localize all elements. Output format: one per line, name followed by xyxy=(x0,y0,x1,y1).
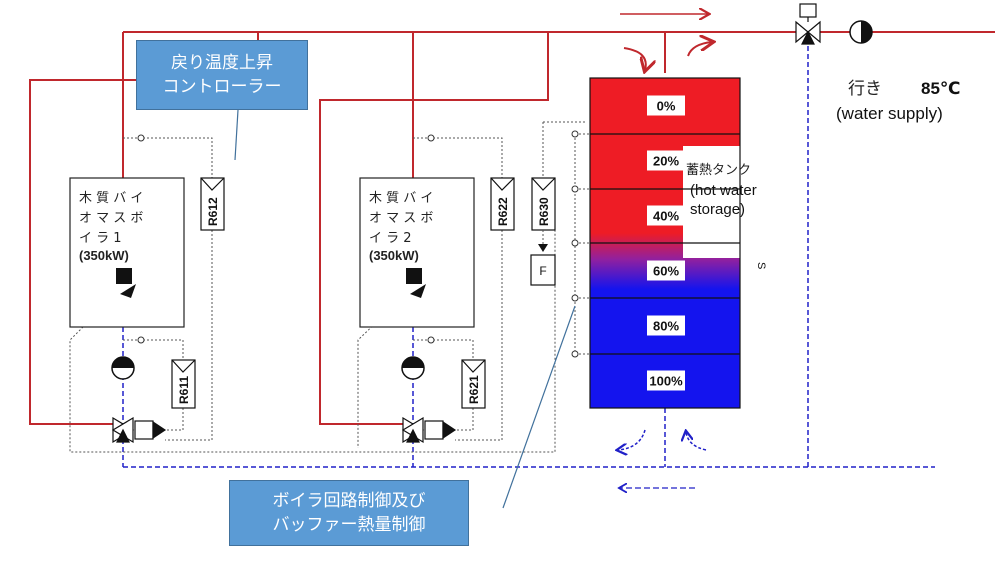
sensor-points xyxy=(137,130,579,358)
tank-level-box xyxy=(647,95,685,116)
pump-1-icon xyxy=(111,356,135,380)
tank-level-box xyxy=(647,315,685,336)
return-temp-callout-line2: コントローラー xyxy=(162,77,282,97)
return-temp-callout-line1: 戻り温度上昇 xyxy=(171,53,273,73)
boiler-2-line2: オ マ ス ボ xyxy=(369,211,433,226)
sensor-r612-label: R612 xyxy=(206,197,220,226)
tank-level-label: 20% xyxy=(653,154,679,169)
tank-label-jp: 蓄熱タンク xyxy=(686,163,751,178)
sensor-r621: R621 xyxy=(461,359,486,409)
boiler-1: 木 質 バ イ オ マ ス ボ イ ラ 1 (350kW) xyxy=(69,177,185,328)
tank-label-en-2: storage) xyxy=(690,201,745,218)
tank-label-en-1: (hot water xyxy=(690,182,757,199)
boiler-1-line2: オ マ ス ボ xyxy=(79,211,143,226)
tank-level-box xyxy=(647,370,685,391)
boiler-1-capacity: (350kW) xyxy=(79,248,129,263)
tank-level-label: 0% xyxy=(657,99,676,114)
boiler-1-line3: イ ラ 1 xyxy=(79,231,122,246)
burner-flame-icon xyxy=(410,284,426,298)
boiler-1-line1: 木 質 バ イ xyxy=(79,191,143,206)
flow-arrows xyxy=(618,14,712,488)
sensor-r622-label: R622 xyxy=(496,197,510,226)
mixing-valve-1-icon xyxy=(111,416,167,444)
sensor-r630-label: R630 xyxy=(537,197,551,226)
supply-label-en: (water supply) xyxy=(836,104,943,123)
supply-label-jp: 行き xyxy=(848,79,882,99)
burner-icon xyxy=(406,268,422,284)
pump-2-icon xyxy=(401,356,425,380)
tank-side-mark: S xyxy=(755,262,767,269)
boiler-2-line1: 木 質 バ イ xyxy=(369,191,433,206)
flow-meter-label: F xyxy=(539,264,546,278)
supply-temp: 85℃ xyxy=(921,79,961,98)
boiler-2: 木 質 バ イ オ マ ス ボ イ ラ 2 (350kW) xyxy=(359,177,475,328)
tank-level-label: 100% xyxy=(649,374,683,389)
callout-leader-2 xyxy=(502,305,576,509)
callout-leader-1 xyxy=(234,109,239,161)
storage-tank: 0% 20% 40% 60% 80% 100% 蓄熱タンク (hot water stor… xyxy=(589,77,767,409)
burner-icon xyxy=(116,268,132,284)
sensor-r611-label: R611 xyxy=(177,376,191,404)
burner-flame-icon xyxy=(120,284,136,298)
tank-level-box xyxy=(647,205,685,226)
return-temp-controller-callout: 戻り温度上昇 コントローラー xyxy=(136,40,308,110)
sensor-r621-label: R621 xyxy=(467,375,481,404)
boiler-control-callout-line2: バッファー熱量制御 xyxy=(272,515,426,535)
tank-level-label: 80% xyxy=(653,319,679,334)
tank-level-box xyxy=(647,150,685,171)
boiler-2-line3: イ ラ 2 xyxy=(369,231,412,246)
return-pipes xyxy=(122,46,935,468)
mixing-valve-2-icon xyxy=(401,416,457,444)
tank-level-label: 40% xyxy=(653,209,679,224)
sensor-r612: R612 xyxy=(200,177,225,231)
supply-valve-icon xyxy=(795,3,821,45)
supply-pump-icon xyxy=(849,20,873,44)
tank-level-box xyxy=(647,260,685,281)
sensor-r622: R622 xyxy=(490,177,515,231)
sensor-r630: R630 xyxy=(531,177,556,252)
boiler-2-capacity: (350kW) xyxy=(369,248,419,263)
boiler-buffer-control-callout: ボイラ回路制御及び バッファー熱量制御 xyxy=(229,480,469,546)
boiler-control-callout-line1: ボイラ回路制御及び xyxy=(272,491,426,511)
tank-level-label: 60% xyxy=(653,264,679,279)
control-lines xyxy=(69,121,590,453)
flow-meter: F xyxy=(530,254,556,286)
sensor-r611: R611 xyxy=(171,359,196,409)
